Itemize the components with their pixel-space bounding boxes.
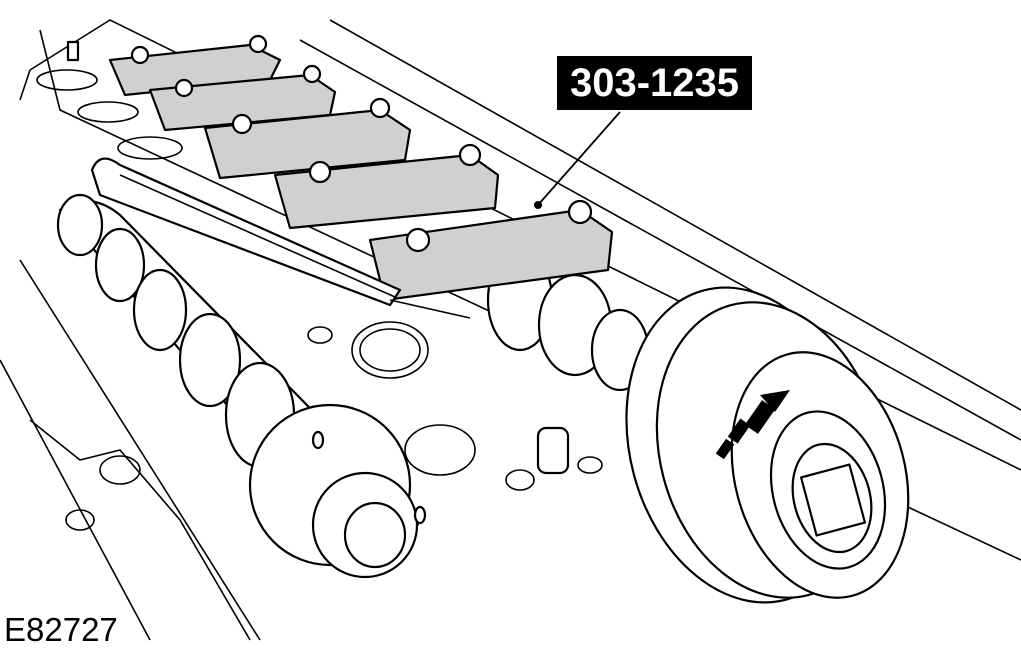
arrow-up-right-icon — [715, 390, 790, 460]
vct-sprocket — [625, 286, 910, 604]
callout-leader-line — [537, 111, 621, 206]
figure-id-label: E82727 — [4, 611, 118, 648]
blade-tool — [90, 157, 471, 319]
callout-leader-dot — [534, 201, 542, 209]
tool-number-label: 303-1235 — [557, 56, 752, 110]
camshaft — [56, 193, 427, 579]
cylinder-head — [0, 19, 1021, 641]
special-tool-303-1235 — [108, 34, 614, 302]
